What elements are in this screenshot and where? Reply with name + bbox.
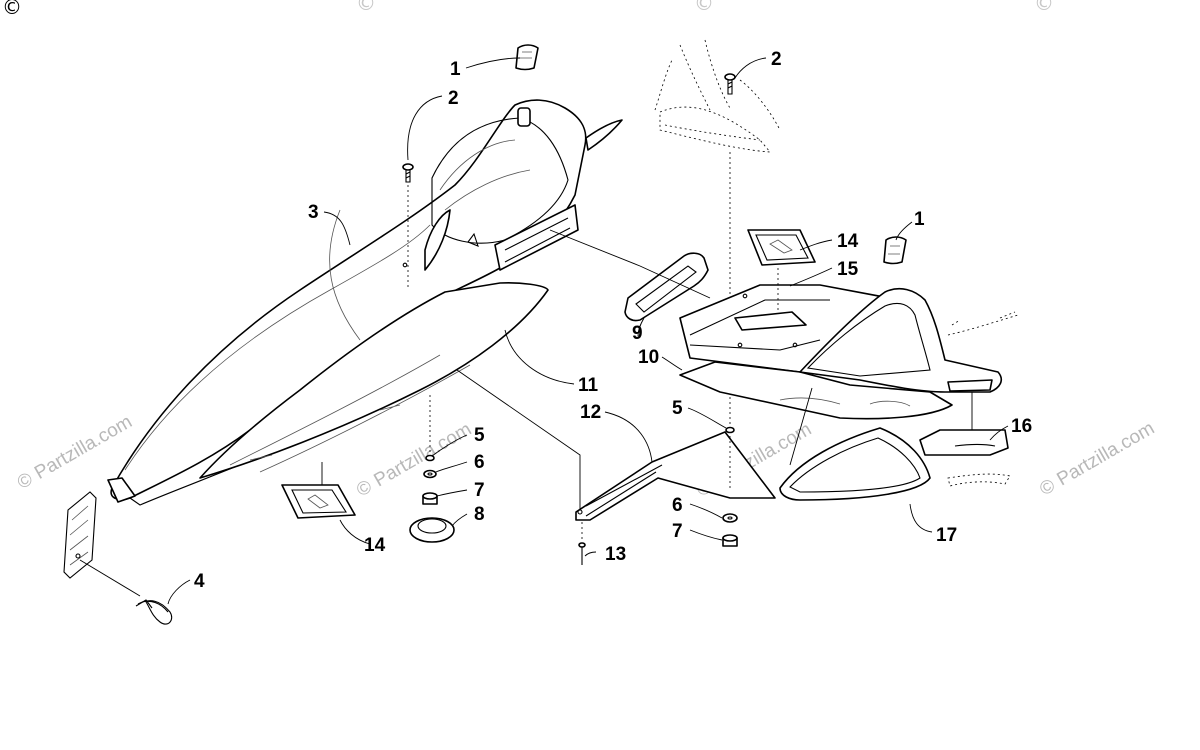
grommet-part-9: [624, 252, 709, 322]
underside-pan: [199, 282, 549, 479]
grommet-pad-part-14: [281, 484, 356, 519]
grommet-part-8: [409, 517, 455, 543]
callout-5: 5: [672, 398, 683, 419]
seal-strip-part-17: [779, 427, 931, 501]
callout-13: 13: [605, 544, 626, 565]
reflector-plate: [63, 491, 97, 579]
washer-part-6: [722, 513, 738, 523]
callout-11: 11: [578, 375, 599, 396]
assembly-line: [549, 229, 711, 299]
svg-text:Partzilla.com: Partzilla.com: [1054, 418, 1159, 491]
callout-2: 2: [448, 88, 459, 109]
washer-part-6: [423, 469, 437, 479]
assembly-line: [79, 559, 141, 597]
screw-part-2: [402, 163, 414, 183]
chassis-section-dashed: [654, 39, 781, 153]
hair-pin-clip-part-4: [135, 599, 173, 625]
callout-1: 1: [450, 59, 461, 80]
screw-part-2: [724, 73, 736, 95]
callout-17: 17: [936, 525, 957, 546]
callout-3: 3: [308, 202, 319, 223]
callout-12: 12: [580, 402, 601, 423]
watermark: © Partzilla.com: [1036, 418, 1158, 501]
callout-1: 1: [914, 209, 925, 230]
trim-plate-part-16: [919, 429, 1009, 456]
callout-5: 5: [474, 425, 485, 446]
callout-15: 15: [837, 259, 859, 280]
watermark: © Partzilla.com: [353, 419, 475, 502]
svg-text:©: ©: [1036, 475, 1059, 500]
copyright-mark: ©: [356, 0, 376, 15]
copyright-mark: ©: [694, 0, 714, 15]
callout-leaders: [167, 57, 1009, 605]
callout-14: 14: [364, 535, 386, 556]
svg-text:©: ©: [353, 476, 376, 501]
washer-part-5: [725, 426, 735, 434]
callout-8: 8: [474, 504, 485, 525]
assembly-line: [456, 369, 581, 510]
nut-part-7: [722, 534, 738, 547]
callout-6: 6: [474, 452, 485, 473]
callout-7: 7: [474, 480, 485, 501]
rubber-bumper-part-1: [515, 44, 539, 71]
callout-16: 16: [1011, 416, 1032, 437]
callout-4: 4: [194, 571, 205, 592]
under-tray-part-10: [679, 361, 953, 420]
tail-light-dashed: [947, 311, 1019, 487]
assembly-line: [789, 387, 813, 466]
seat-tail-shroud: [107, 99, 623, 506]
rubber-bumper-part-1: [883, 236, 907, 265]
copyright-mark: ©: [1034, 0, 1054, 15]
bracket-part-12: [575, 431, 776, 521]
callout-9: 9: [632, 323, 643, 344]
callout-14: 14: [837, 231, 859, 252]
pin-part-13: [578, 542, 586, 565]
nut-part-7: [422, 492, 438, 505]
seat-rear-cowl: [799, 288, 1002, 393]
copyright-mark: ©: [2, 0, 22, 19]
callout-10: 10: [638, 347, 659, 368]
callout-2: 2: [771, 49, 782, 70]
callout-7: 7: [672, 521, 683, 542]
callout-6: 6: [672, 495, 683, 516]
washer-part-5: [425, 454, 435, 462]
grommet-pad-part-14: [747, 229, 816, 266]
svg-text:Partzilla.com: Partzilla.com: [370, 419, 475, 492]
svg-text:©: ©: [14, 469, 37, 494]
